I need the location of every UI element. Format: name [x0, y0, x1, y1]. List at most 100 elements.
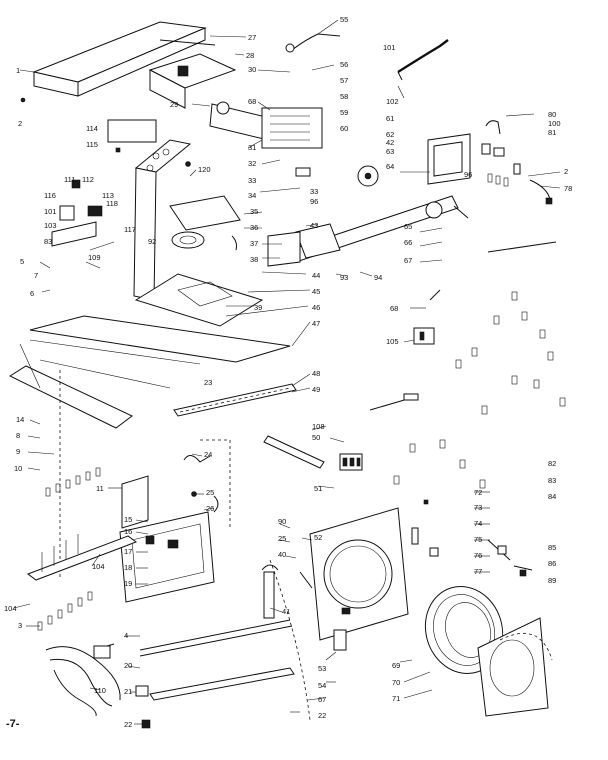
callout-label: 68 — [248, 97, 256, 106]
callout-label: 54 — [318, 681, 326, 690]
left-switch-parts — [51, 119, 157, 247]
callout-label: 61 — [386, 114, 394, 123]
callout-label: 77 — [474, 567, 482, 576]
callout-label: 21 — [124, 687, 132, 696]
callout-label: 20 — [124, 661, 132, 670]
callout-label: 15 — [124, 515, 132, 524]
callout-label: 40 — [278, 550, 286, 559]
callout-label: 31 — [248, 143, 256, 152]
cabinet-outline — [59, 370, 311, 721]
callout-label: 22 — [318, 711, 326, 720]
terminal-block — [263, 435, 363, 471]
callout-label: 89 — [548, 576, 556, 585]
callout-label: 101 — [44, 207, 57, 216]
callout-label: 72 — [474, 488, 482, 497]
callout-label: 104 — [92, 562, 105, 571]
callout-label: 41 — [282, 607, 290, 616]
callout-label: 65 — [404, 222, 412, 231]
callout-label: 111 — [64, 175, 75, 184]
callout-label: 60 — [340, 124, 348, 133]
callout-label: 58 — [340, 92, 348, 101]
fill-hose — [397, 39, 449, 81]
tall-clip — [261, 564, 279, 619]
callout-label: 50 — [312, 433, 320, 442]
callout-label: 96 — [310, 197, 318, 206]
blower-parts — [169, 195, 301, 267]
callout-label: 35 — [250, 207, 258, 216]
callout-label: 96 — [464, 170, 472, 179]
callout-label: 80 — [548, 110, 556, 119]
callout-label: 33 — [248, 176, 256, 185]
control-panel-housing — [148, 39, 237, 109]
page-number: -7- — [6, 718, 20, 730]
callout-label: 68 — [390, 304, 398, 313]
long-rail — [173, 383, 297, 417]
callout-label: 66 — [404, 238, 412, 247]
callout-label: 48 — [312, 369, 320, 378]
callout-label: 43 — [310, 221, 318, 230]
callout-label: 92 — [148, 237, 156, 246]
callout-label: 118 — [106, 199, 118, 208]
callout-label: 8 — [16, 431, 20, 440]
callout-labels: 1 2 27 28 55 56 57 58 59 60 61 62 42 63 … — [4, 15, 572, 729]
callout-label: 113 — [102, 191, 114, 200]
callout-label: 94 — [374, 273, 382, 282]
callout-label: 19 — [124, 579, 132, 588]
callout-label: 103 — [44, 221, 57, 230]
callout-label: 5 — [20, 257, 24, 266]
callout-label: 70 — [392, 678, 400, 687]
bulkhead-small-parts — [393, 439, 533, 577]
callout-label: 2 — [564, 167, 568, 176]
callout-label: 16 — [124, 527, 132, 536]
callout-label: 39 — [254, 303, 262, 312]
callout-label: 52 — [314, 533, 322, 542]
callout-label: 29 — [170, 100, 178, 109]
callout-label: 47 — [312, 319, 320, 328]
callout-label: 67 — [404, 256, 412, 265]
callout-label: 112 — [82, 175, 94, 184]
callout-label: 27 — [248, 33, 256, 42]
callout-label: 7 — [34, 271, 38, 280]
callout-label: 82 — [548, 459, 556, 468]
callout-label: 74 — [474, 519, 482, 528]
callout-label: 4 — [124, 631, 128, 640]
callout-label: 59 — [340, 108, 348, 117]
callout-label: 2 — [18, 119, 22, 128]
callout-label: 17 — [124, 547, 132, 556]
front-bulkhead — [299, 507, 409, 651]
callout-label: 86 — [548, 559, 556, 568]
right-small-parts — [481, 120, 553, 205]
timer-switch-block — [209, 33, 341, 177]
callout-label: 26 — [206, 504, 214, 513]
support-arm — [289, 195, 557, 263]
callout-label: 90 — [278, 517, 286, 526]
callout-label: 32 — [248, 159, 256, 168]
callout-label: 25 — [278, 534, 286, 543]
callout-label: 104 — [4, 604, 17, 613]
wire-harness — [45, 643, 121, 717]
callout-label: 105 — [386, 337, 399, 346]
callout-label: 51 — [314, 484, 322, 493]
callout-label: 67 — [318, 695, 326, 704]
lower-bracket — [119, 455, 219, 603]
callout-label: 83 — [44, 237, 52, 246]
callout-label: 101 — [383, 43, 396, 52]
callout-label: 73 — [474, 503, 482, 512]
base-platform — [8, 273, 291, 429]
callout-label: 69 — [392, 661, 400, 670]
door-assembly — [424, 586, 553, 717]
callout-label: 76 — [474, 551, 482, 560]
base-bars — [135, 619, 295, 729]
right-wiring — [369, 289, 566, 415]
callout-label: 85 — [548, 543, 556, 552]
motor-bracket — [357, 133, 471, 187]
callout-label: 42 — [386, 138, 394, 147]
callout-label: 120 — [198, 165, 211, 174]
callout-label: 116 — [44, 191, 56, 200]
heater-element — [26, 467, 138, 631]
callout-label: 11 — [96, 484, 104, 493]
callout-label: 10 — [14, 464, 22, 473]
callout-label: 49 — [312, 385, 320, 394]
callout-label: 71 — [392, 694, 400, 703]
